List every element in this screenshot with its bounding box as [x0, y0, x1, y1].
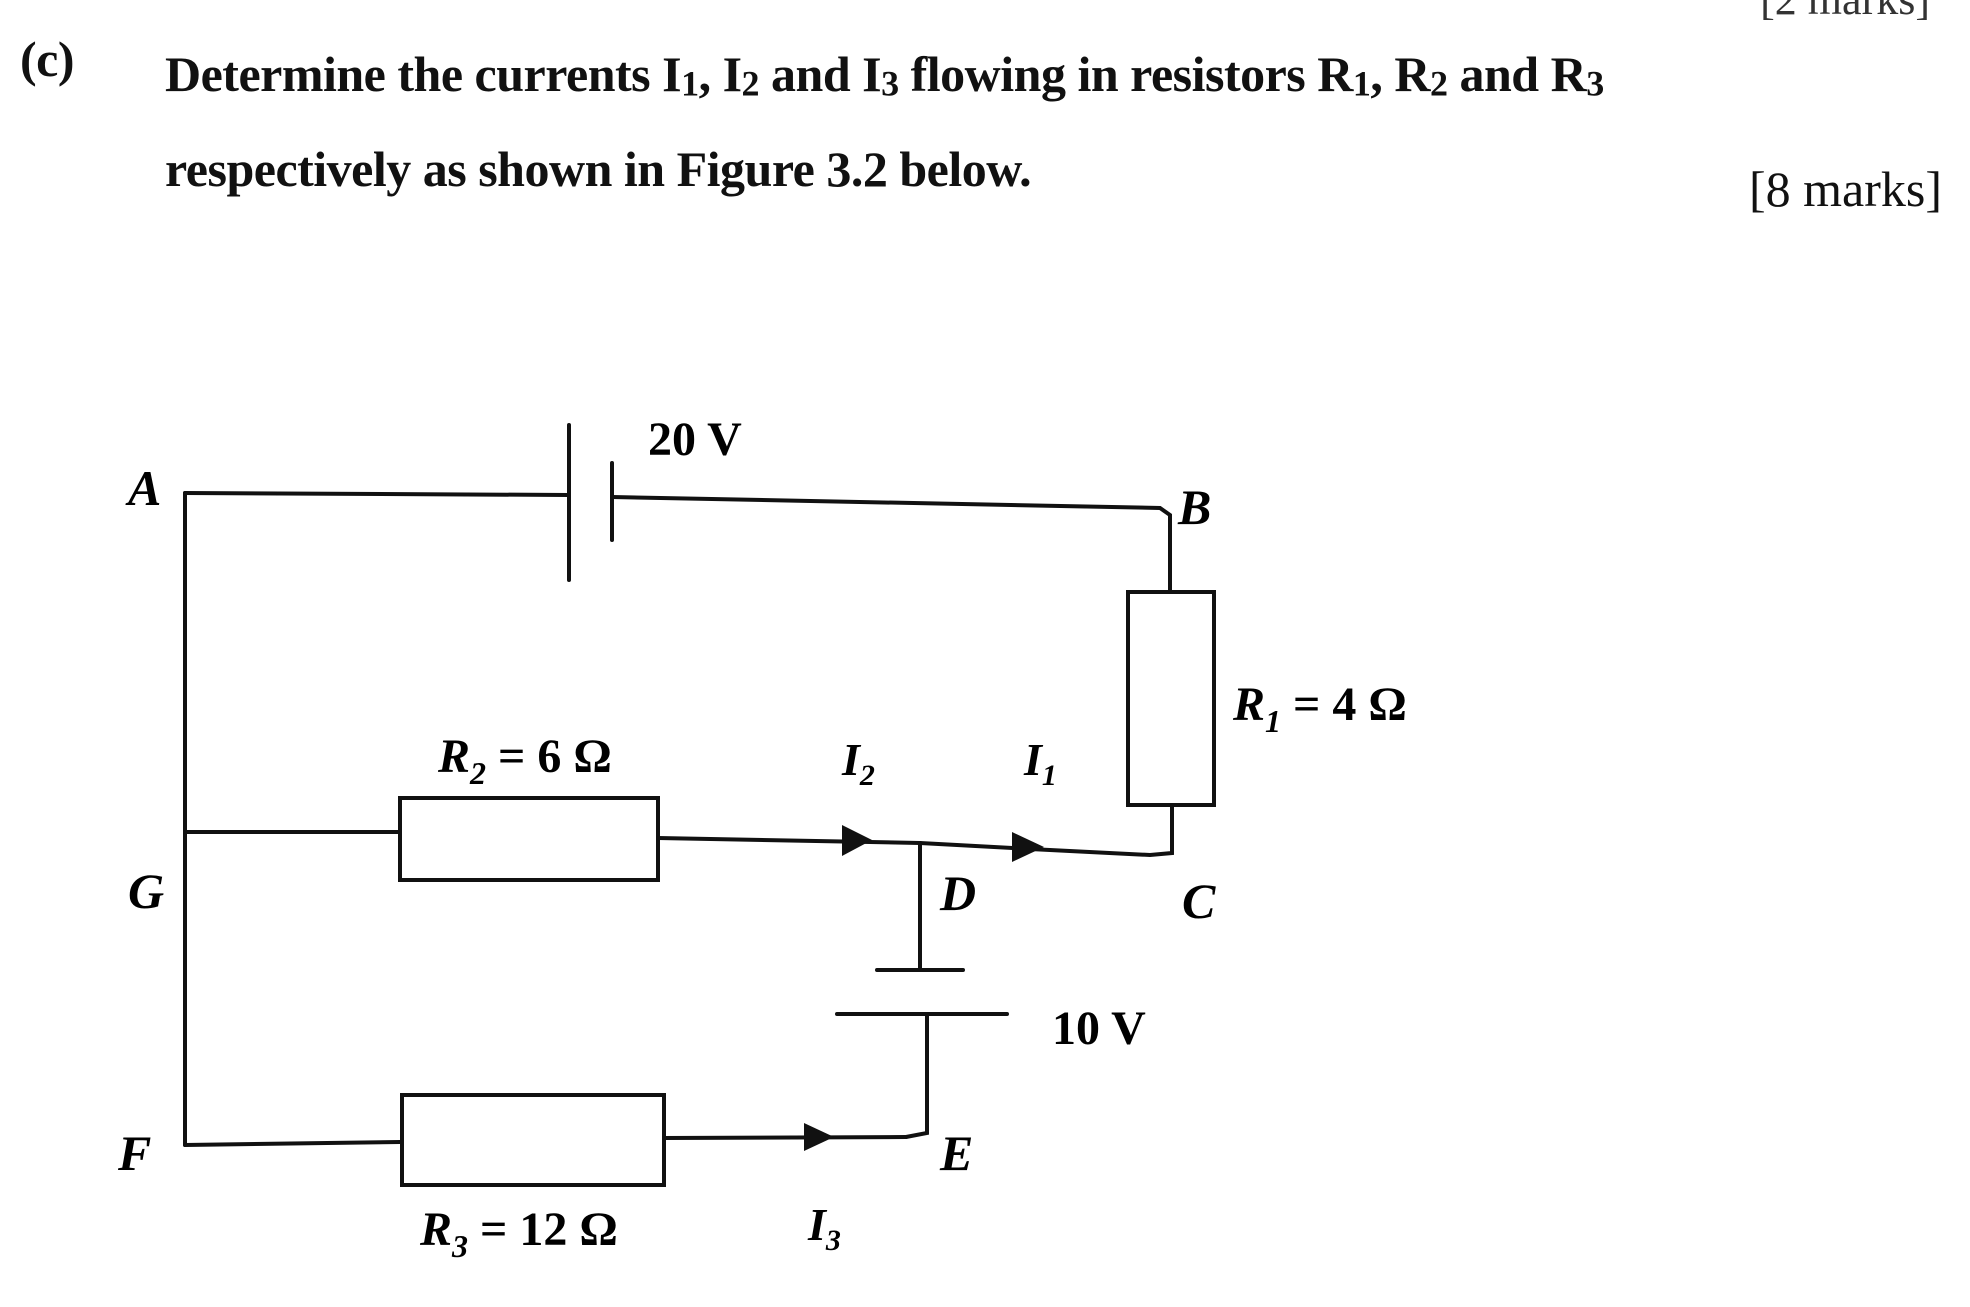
current-i1-label: I1 [1023, 734, 1057, 792]
resistor-r3 [400, 1093, 666, 1187]
node-f: F [117, 1125, 151, 1181]
wire-r3-e [662, 1135, 908, 1140]
current-i3-label: I3 [807, 1199, 841, 1257]
arrow-i2 [842, 825, 872, 856]
wire-top-right [610, 495, 1172, 592]
resistor-r1 [1126, 590, 1216, 807]
current-i2-label: I2 [841, 734, 875, 792]
question-label: (c) [20, 31, 75, 87]
node-a: A [125, 460, 161, 516]
marks-label: [8 marks] [1749, 161, 1942, 217]
wire-r2-d [656, 836, 922, 845]
wire-d-c [918, 841, 1032, 851]
question-line-2: respectively as shown in Figure 3.2 belo… [165, 141, 1032, 197]
node-b: B [1177, 479, 1211, 535]
wire-c [1028, 805, 1174, 858]
source-20v-label: 20 V [648, 413, 742, 466]
figure-reference: Figure 3.2 [676, 141, 888, 197]
r1-label: R1 = 4 Ω [1232, 678, 1407, 739]
wire-top-left [183, 491, 570, 497]
wire-e [904, 1012, 929, 1139]
resistor-r2 [398, 796, 660, 882]
arrow-i1 [1012, 832, 1044, 862]
node-c: C [1182, 873, 1216, 929]
previous-marks: [2 marks] [1760, 0, 1930, 25]
source-10v-label: 10 V [1052, 1002, 1146, 1055]
arrow-i3 [804, 1123, 834, 1151]
r2-label: R2 = 6 Ω [437, 730, 612, 791]
node-e: E [939, 1125, 973, 1181]
node-d: D [939, 865, 976, 921]
node-g: G [128, 863, 164, 919]
wire-f [183, 1140, 402, 1147]
r3-label: R3 = 12 Ω [419, 1203, 618, 1264]
question-line-1: Determine the currents I1, I2 and I3 flo… [165, 46, 1604, 104]
